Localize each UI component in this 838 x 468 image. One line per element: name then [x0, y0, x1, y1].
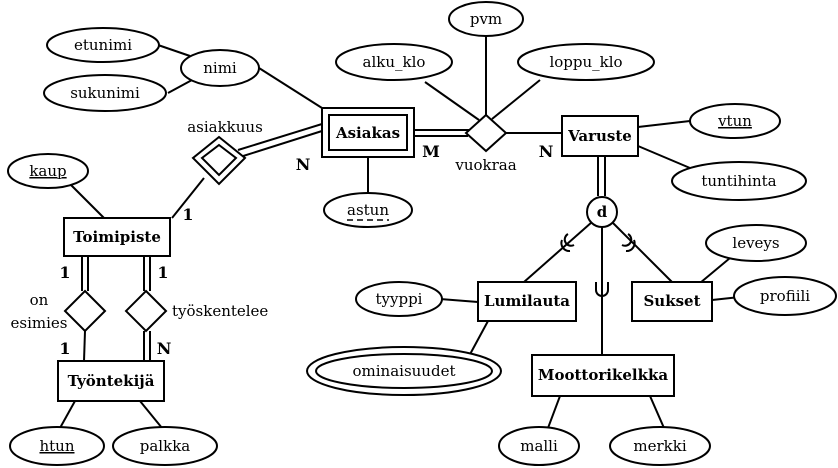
attribute-astun: astun [323, 192, 413, 228]
relationship-vuokraa [464, 113, 508, 153]
cardinality-vuokraa-varuste: N [539, 142, 554, 161]
attribute-alku-klo-label: alku_klo [363, 53, 426, 71]
entity-asiakas: Asiakas [321, 107, 415, 158]
entity-varuste: Varuste [561, 115, 639, 157]
attribute-loppu-klo-label: loppu_klo [549, 53, 622, 71]
cardinality-esimies-bottom: 1 [59, 339, 70, 358]
entity-tyontekija-label: Työntekijä [68, 372, 155, 390]
line-sukset-leveys [699, 257, 731, 284]
line-varuste-vtun [637, 120, 691, 128]
line-tyyppi-lumilauta [439, 298, 479, 303]
attribute-palkka: palkka [112, 426, 218, 466]
entity-toimipiste-label: Toimipiste [73, 228, 161, 246]
cardinality-asiakkuus-asiakas: N [296, 155, 311, 174]
relationship-tyoskentelee-label: työskentelee [172, 302, 268, 320]
line-lumilauta-ominaisuudet [467, 320, 489, 359]
subset-symbol-sukset-b [625, 239, 636, 252]
line-moottorikelkka-merkki [649, 395, 665, 429]
attribute-kaup-label: kaup [29, 162, 66, 180]
line-loppuklo-vuokraa [491, 79, 541, 120]
line-d-lumilauta [523, 221, 593, 283]
attribute-htun-label: htun [39, 437, 74, 455]
attribute-tyyppi: tyyppi [355, 281, 443, 317]
attribute-profiili-label: profiili [760, 287, 810, 305]
attribute-merkki-label: merkki [633, 437, 686, 455]
cardinality-asiakkuus-toimipiste: 1 [182, 205, 193, 224]
entity-toimipiste: Toimipiste [63, 217, 171, 257]
attribute-htun: htun [9, 426, 105, 466]
attribute-sukunimi-label: sukunimi [70, 84, 140, 102]
relationship-on-esimies [63, 289, 107, 333]
attribute-ominaisuudet-label: ominaisuudet [353, 362, 456, 380]
line-tyontekija-palkka [139, 400, 163, 429]
attribute-sukunimi: sukunimi [43, 74, 167, 112]
subset-symbol-lumilauta [563, 233, 575, 247]
relationship-tyoskentelee [124, 289, 168, 333]
attribute-profiili: profiili [733, 276, 837, 316]
attribute-leveys: leveys [705, 224, 807, 262]
attribute-astun-label: astun [347, 201, 389, 219]
disjoint-symbol: d [597, 203, 608, 221]
relationship-vuokraa-label: vuokraa [454, 156, 516, 174]
entity-sukset: Sukset [631, 281, 713, 322]
double-line-asiakkuus-asiakas-a [237, 123, 323, 151]
attribute-ominaisuudet: ominaisuudet [306, 346, 502, 396]
line-moottorikelkka-malli [547, 395, 561, 429]
line-varuste-tuntihinta [637, 145, 691, 169]
line-tyontekija-htun [59, 400, 76, 429]
entity-tyontekija: Työntekijä [57, 360, 165, 402]
subset-symbol-sukset [621, 233, 633, 247]
entity-moottorikelkka-label: Moottorikelkka [538, 366, 668, 384]
relationship-asiakkuus-label: asiakkuus [187, 118, 263, 136]
cardinality-vuokraa-asiakas: M [422, 142, 440, 161]
cardinality-tyoskentelee-top: 1 [157, 263, 168, 282]
entity-sukset-label: Sukset [643, 292, 700, 310]
line-sukunimi-nimi [167, 79, 193, 94]
entity-asiakas-label: Asiakas [335, 124, 400, 142]
subset-symbol-lumilauta-b [560, 239, 571, 252]
line-d-sukset [611, 221, 673, 283]
line-asiakkuus-toimipiste [171, 177, 205, 219]
entity-lumilauta-label: Lumilauta [484, 292, 570, 310]
line-esimies-tyontekija [83, 330, 86, 362]
attribute-vtun: vtun [689, 103, 781, 139]
attribute-palkka-label: palkka [140, 437, 191, 455]
attribute-malli: malli [498, 426, 580, 466]
attribute-etunimi-label: etunimi [74, 36, 132, 54]
attribute-leveys-label: leveys [732, 234, 779, 252]
subset-symbol-moottorikelkka [595, 282, 609, 297]
attribute-kaup: kaup [7, 153, 89, 189]
entity-moottorikelkka: Moottorikelkka [531, 354, 675, 397]
relationship-asiakkuus [191, 135, 247, 186]
entity-lumilauta: Lumilauta [477, 281, 577, 322]
line-kaup-toimipiste [69, 183, 105, 219]
connector-lines [59, 36, 741, 429]
attribute-alku-klo: alku_klo [335, 43, 453, 81]
attribute-nimi-label: nimi [203, 59, 237, 77]
cardinality-tyoskentelee-bottom: N [157, 339, 172, 358]
attribute-merkki: merkki [609, 426, 711, 466]
attribute-vtun-label: vtun [717, 112, 752, 130]
attribute-tuntihinta-label: tuntihinta [701, 172, 776, 190]
entity-varuste-label: Varuste [567, 127, 632, 145]
line-etunimi-nimi [157, 44, 191, 57]
attribute-tyyppi-label: tyyppi [376, 290, 423, 308]
attribute-loppu-klo: loppu_klo [517, 43, 655, 81]
attribute-tuntihinta: tuntihinta [671, 161, 807, 201]
line-alkuklo-vuokraa [424, 81, 480, 121]
specialization-circle: d [586, 196, 618, 228]
attribute-malli-label: malli [520, 437, 558, 455]
double-line-asiakkuus-asiakas-b [239, 130, 323, 158]
relationship-on-esimies-label-line1: on [30, 291, 49, 309]
attribute-pvm-label: pvm [470, 10, 502, 28]
relationship-on-esimies-label-line2: esimies [11, 314, 68, 332]
cardinality-esimies-top: 1 [59, 263, 70, 282]
attribute-pvm: pvm [448, 1, 524, 37]
subset-symbols [560, 233, 636, 297]
line-nimi-asiakas [258, 67, 323, 109]
attribute-nimi: nimi [180, 49, 260, 87]
attribute-etunimi: etunimi [46, 27, 160, 63]
